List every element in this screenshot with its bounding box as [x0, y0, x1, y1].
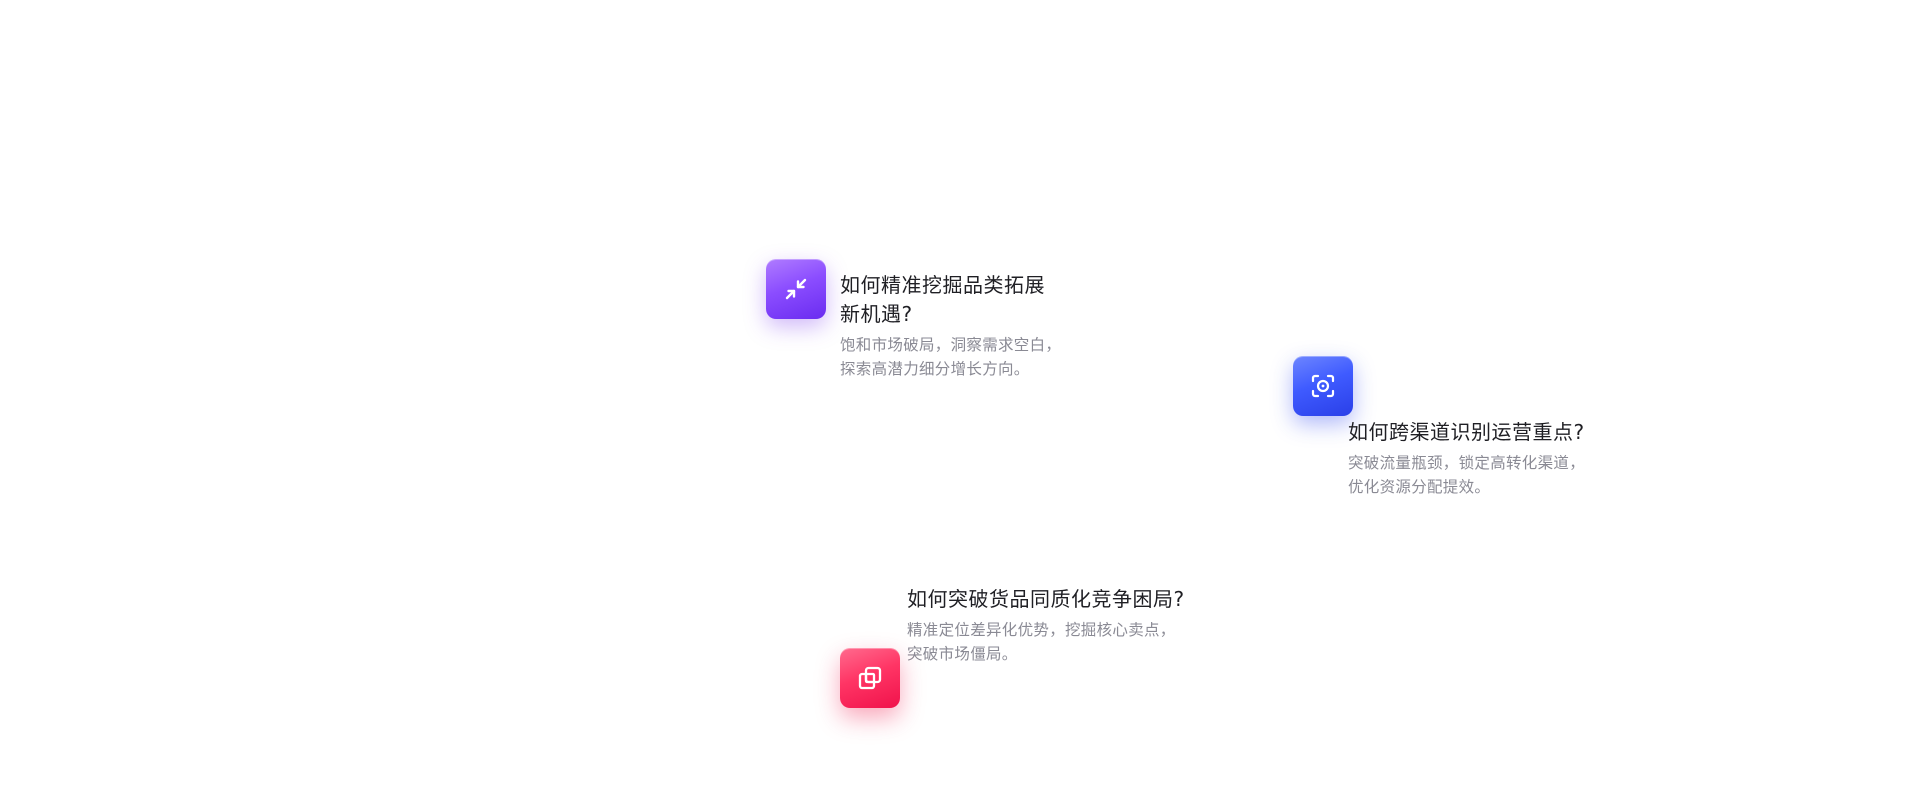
card-title: 如何精准挖掘品类拓展 新机遇? [840, 271, 1080, 329]
channel-focus-card: 如何跨渠道识别运营重点? 突破流量瓶颈，锁定高转化渠道， 优化资源分配提效。 [1348, 418, 1638, 499]
card-description-line: 突破市场僵局。 [907, 645, 1018, 663]
differentiation-card: 如何突破货品同质化竞争困局? 精准定位差异化优势，挖掘核心卖点， 突破市场僵局。 [907, 585, 1207, 666]
differentiation-icon-tile [840, 648, 900, 708]
compress-arrows-icon [785, 278, 807, 300]
card-title: 如何跨渠道识别运营重点? [1348, 420, 1585, 444]
card-description-line: 精准定位差异化优势，挖掘核心卖点， [907, 621, 1176, 639]
category-expansion-card: 如何精准挖掘品类拓展 新机遇? 饱和市场破局，洞察需求空白， 探索高潜力细分增长… [840, 271, 1080, 381]
card-description-line: 优化资源分配提效。 [1348, 478, 1491, 496]
card-description: 突破流量瓶颈，锁定高转化渠道， 优化资源分配提效。 [1348, 451, 1638, 499]
card-title: 如何突破货品同质化竞争困局? [907, 587, 1185, 611]
card-description-line: 饱和市场破局，洞察需求空白， [840, 336, 1062, 354]
card-description: 饱和市场破局，洞察需求空白， 探索高潜力细分增长方向。 [840, 333, 1080, 381]
card-title-line: 新机遇? [840, 302, 913, 326]
channel-focus-icon-tile [1293, 356, 1353, 416]
focus-scan-icon [1311, 374, 1335, 398]
card-title-line: 如何精准挖掘品类拓展 [840, 273, 1045, 297]
card-description: 精准定位差异化优势，挖掘核心卖点， 突破市场僵局。 [907, 618, 1207, 666]
copy-overlap-icon [858, 666, 882, 690]
category-expansion-icon-tile [766, 259, 826, 319]
card-description-line: 突破流量瓶颈，锁定高转化渠道， [1348, 454, 1586, 472]
card-description-line: 探索高潜力细分增长方向。 [840, 360, 1030, 378]
